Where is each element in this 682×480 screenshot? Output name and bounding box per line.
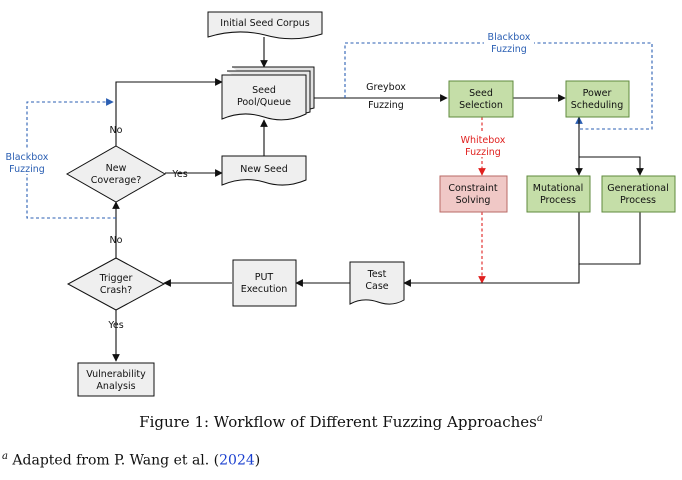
footnote-mark: a [2, 451, 8, 462]
edge-mutational-down [578, 212, 641, 265]
put-execution-label-1: PUT [255, 272, 274, 283]
node-mutational-process: Mutational Process [526, 175, 591, 213]
generational-process-label-2: Process [620, 195, 656, 206]
footnote-citation-year[interactable]: 2024 [219, 452, 255, 469]
figure-caption: Figure 1: Workflow of Different Fuzzing … [0, 413, 682, 431]
label-yes-bottom: Yes [107, 320, 123, 331]
node-generational-process: Generational Process [601, 175, 676, 213]
mutational-process-label-1: Mutational [533, 183, 583, 194]
node-seed-selection: Seed Selection [448, 80, 514, 118]
seed-pool-label-1: Seed [252, 85, 276, 96]
label-greybox-fuzzing: Greybox Fuzzing [366, 82, 406, 111]
new-coverage-label-2: Coverage? [91, 175, 142, 186]
node-seed-pool-queue: Seed Pool/Queue [221, 66, 315, 121]
node-new-coverage: New Coverage? [65, 145, 167, 203]
node-initial-seed-corpus: Initial Seed Corpus [207, 11, 323, 40]
test-case-label-1: Test [367, 269, 387, 280]
fuzzing-workflow-diagram: Initial Seed Corpus Seed Pool/Queue New … [2, 11, 676, 397]
whitebox-label-1: Whitebox [461, 135, 506, 146]
new-coverage-label-1: New [106, 163, 127, 174]
edge-merge-to-testcase [403, 264, 580, 287]
initial-seed-corpus-label: Initial Seed Corpus [220, 18, 309, 29]
mutational-process-label-2: Process [540, 195, 576, 206]
label-no-bottom: No [110, 235, 123, 246]
blackbox-top-label-1: Blackbox [488, 32, 531, 43]
seed-selection-label-1: Seed [469, 88, 493, 99]
footnote-text: Adapted from P. Wang et al. ( [12, 452, 220, 469]
label-yes-right: Yes [171, 169, 187, 180]
caption-footnote-mark: a [536, 413, 543, 424]
footnote: a Adapted from P. Wang et al. (2024) [2, 451, 260, 469]
label-no-top: No [110, 125, 123, 136]
node-put-execution: PUT Execution [232, 259, 297, 307]
footnote-close: ) [254, 452, 261, 469]
node-vulnerability-analysis: Vulnerability Analysis [77, 362, 155, 397]
seed-selection-label-2: Selection [459, 100, 503, 111]
vulnerability-analysis-label-2: Analysis [96, 381, 135, 392]
edge-blackbox-left [26, 98, 116, 219]
trigger-crash-label-2: Crash? [100, 285, 132, 296]
vulnerability-analysis-label-1: Vulnerability [86, 369, 146, 380]
node-trigger-crash: Trigger Crash? [66, 257, 166, 311]
new-seed-label: New Seed [240, 164, 288, 175]
whitebox-label-2: Fuzzing [465, 147, 501, 158]
power-scheduling-label-1: Power [583, 88, 612, 99]
caption-text: Figure 1: Workflow of Different Fuzzing … [139, 413, 537, 431]
constraint-solving-label-2: Solving [456, 195, 491, 206]
blackbox-left-label-2: Fuzzing [9, 164, 45, 175]
edge-coverage-to-pool [115, 78, 223, 146]
put-execution-label-2: Execution [241, 284, 288, 295]
test-case-label-2: Case [365, 281, 388, 292]
label-blackbox-left: Blackbox Fuzzing [2, 150, 52, 175]
node-test-case: Test Case [349, 261, 405, 305]
node-power-scheduling: Power Scheduling [565, 80, 630, 118]
blackbox-left-label-1: Blackbox [6, 152, 49, 163]
edge-scheduling-to-generational [579, 156, 644, 176]
seed-pool-label-2: Pool/Queue [237, 97, 291, 108]
label-whitebox-fuzzing: Whitebox Fuzzing [457, 133, 509, 158]
generational-process-label-1: Generational [607, 183, 668, 194]
label-blackbox-top: Blackbox Fuzzing [484, 30, 534, 55]
node-constraint-solving: Constraint Solving [439, 175, 508, 213]
trigger-crash-label-1: Trigger [99, 273, 133, 284]
constraint-solving-label-1: Constraint [448, 183, 498, 194]
power-scheduling-label-2: Scheduling [571, 100, 624, 111]
greybox-label-1: Greybox [366, 82, 406, 93]
node-new-seed: New Seed [221, 155, 307, 186]
greybox-label-2: Fuzzing [368, 100, 404, 111]
blackbox-top-label-2: Fuzzing [491, 44, 527, 55]
